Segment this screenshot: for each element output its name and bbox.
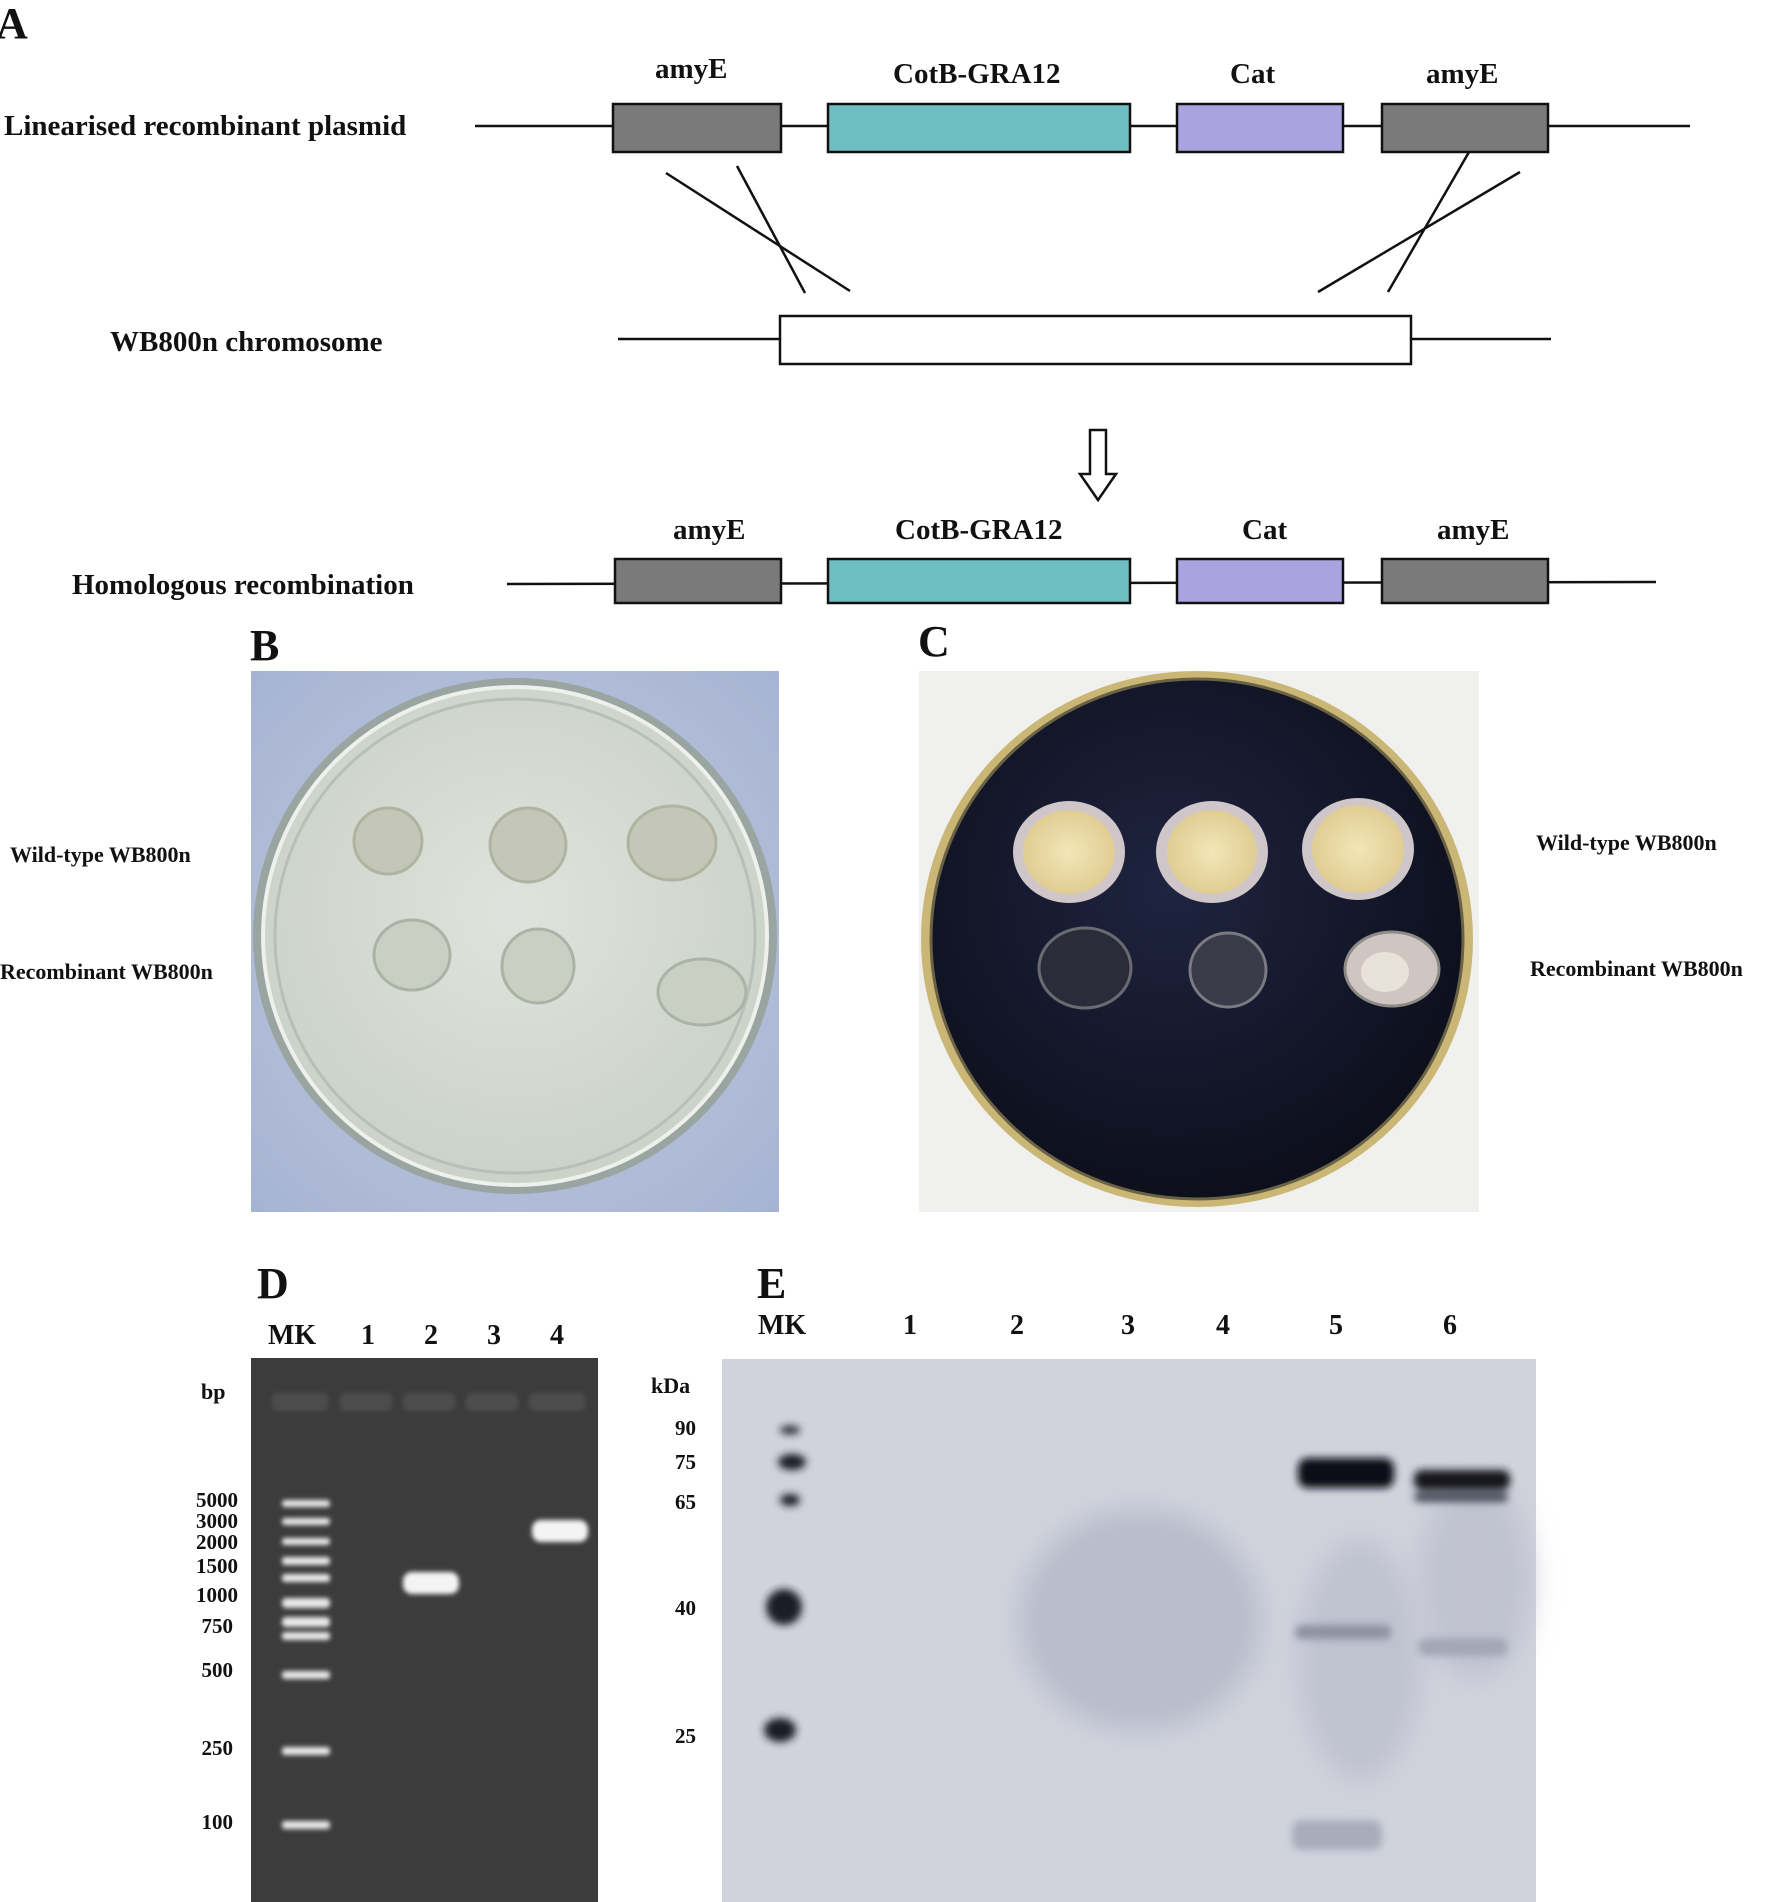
plasmid-amye-right-block <box>1380 102 1550 154</box>
panel-d-tick-1500: 1500 <box>196 1554 238 1578</box>
gel-sample-bands <box>403 1520 588 1594</box>
panel-c-label-recombinant: Recombinant WB800n <box>1530 956 1743 981</box>
panel-a-letter: A <box>0 0 28 48</box>
panel-b-label-recombinant: Recombinant WB800n <box>0 959 213 984</box>
blot-marker-bands <box>764 1426 806 1742</box>
chromosome-block <box>778 314 1413 366</box>
panel-e-tick-90: 90 <box>675 1416 696 1440</box>
panel-d-tick-1000: 1000 <box>196 1583 238 1607</box>
panel-d-lane-2: 2 <box>424 1320 438 1351</box>
panel-e-lane-4: 4 <box>1216 1310 1230 1341</box>
panel-d-tick-250: 250 <box>201 1736 234 1760</box>
panel-d-tick-100: 100 <box>201 1810 234 1834</box>
blot-lane-6-bands <box>1414 1470 1510 1656</box>
panel-e-lane-3: 3 <box>1121 1310 1135 1341</box>
panel-d-lane-1: 1 <box>361 1320 375 1351</box>
recomb-amye-left-block <box>613 557 783 605</box>
panel-e-tick-75: 75 <box>675 1450 696 1474</box>
panel-d-tick-2000: 2000 <box>196 1530 238 1554</box>
gene-label-cat-top: Cat <box>1230 58 1276 90</box>
panel-e-lane-5: 5 <box>1329 1310 1343 1341</box>
gel-ladder-bands <box>282 1500 330 1829</box>
panel-e-lane-1: 1 <box>903 1310 917 1341</box>
panel-b-label-wildtype: Wild-type WB800n <box>10 842 191 867</box>
recomb-cotb-gra12-block <box>826 557 1132 605</box>
gene-label-amye-top-left: amyE <box>655 53 728 85</box>
panel-d-tick-3000: 3000 <box>196 1509 238 1533</box>
panel-e-unit-kda: kDa <box>651 1373 691 1398</box>
panel-d-lane-4: 4 <box>550 1320 564 1351</box>
panel-c-letter: C <box>918 617 950 666</box>
recomb-cat-block <box>1175 557 1345 605</box>
blot-lane-5-bands <box>1292 1458 1394 1850</box>
plasmid-cat-block <box>1175 102 1345 154</box>
gene-label-cotb-top: CotB-GRA12 <box>893 58 1061 90</box>
gel-wells <box>272 1393 585 1411</box>
gene-label-amye-top-right: amyE <box>1426 58 1499 90</box>
panel-d-tick-750: 750 <box>201 1614 234 1638</box>
down-arrow-icon <box>1077 428 1119 503</box>
gene-label-amye-bottom-right: amyE <box>1437 514 1510 546</box>
gene-label-cat-bottom: Cat <box>1242 514 1288 546</box>
panel-e-lane-6: 6 <box>1443 1310 1457 1341</box>
plasmid-amye-left-block <box>611 102 783 154</box>
plate-b-colonies <box>352 804 748 1027</box>
panel-d-letter: D <box>257 1259 289 1308</box>
panel-c-label-wildtype: Wild-type WB800n <box>1536 830 1717 855</box>
panel-d-tick-500: 500 <box>201 1658 234 1682</box>
plasmid-cotb-gra12-block <box>826 102 1132 154</box>
gene-label-cotb-bottom: CotB-GRA12 <box>895 514 1063 546</box>
panel-d-unit-bp: bp <box>201 1379 226 1404</box>
panel-e-tick-65: 65 <box>675 1490 696 1514</box>
panel-a-diagram <box>475 102 1690 605</box>
recomb-amye-right-block <box>1380 557 1550 605</box>
row-label-chromosome: WB800n chromosome <box>110 326 383 358</box>
row-label-recombination: Homologous recombination <box>72 569 414 601</box>
panel-b-letter: B <box>250 621 280 670</box>
panel-d-tick-5000: 5000 <box>196 1488 238 1512</box>
plate-c-colonies <box>1013 798 1441 1010</box>
row-label-plasmid: Linearised recombinant plasmid <box>4 110 407 142</box>
panel-e-letter: E <box>757 1259 787 1308</box>
panel-d-lane-mk: MK <box>268 1320 317 1351</box>
panel-d-lane-3: 3 <box>487 1320 501 1351</box>
panel-e-lane-2: 2 <box>1010 1310 1024 1341</box>
panel-e-tick-40: 40 <box>675 1596 696 1620</box>
panel-e-tick-25: 25 <box>675 1724 696 1748</box>
panel-e-lane-mk: MK <box>758 1310 807 1341</box>
gene-label-amye-bottom-left: amyE <box>673 514 746 546</box>
